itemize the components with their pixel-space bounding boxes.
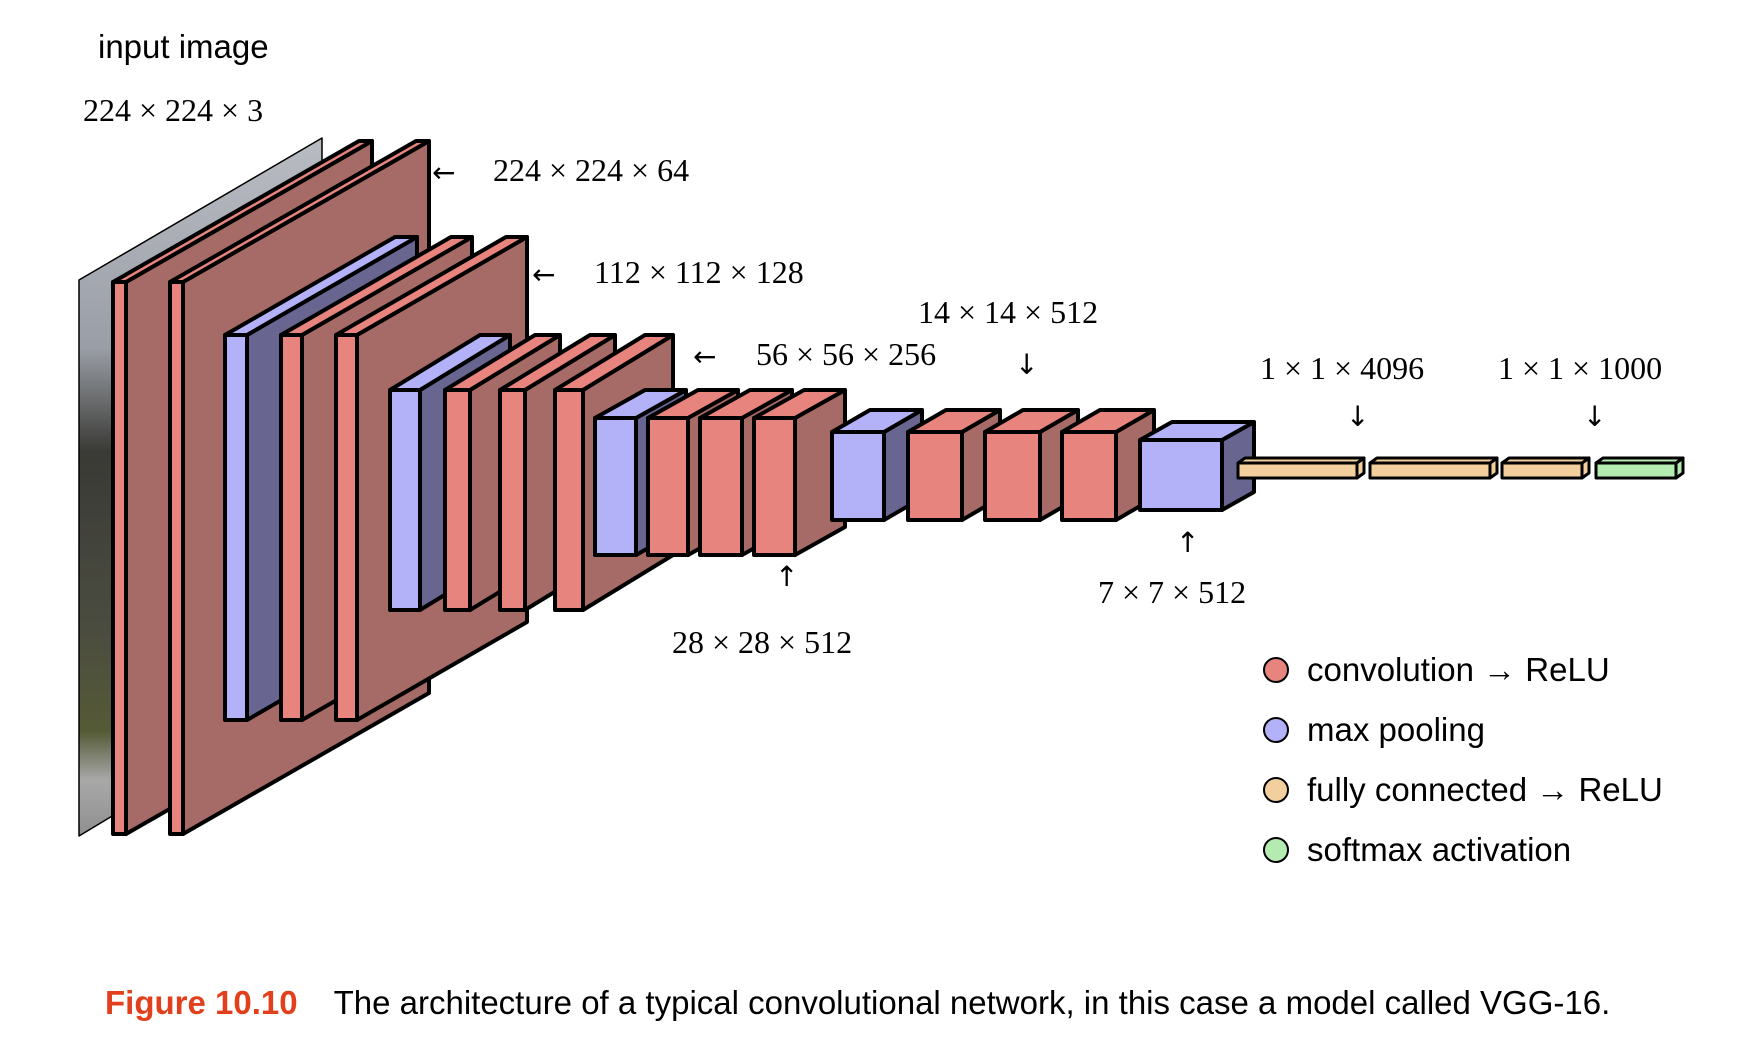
input-image-label: input image [98, 28, 269, 65]
block-front-face [752, 416, 797, 557]
block-front-face [646, 416, 690, 557]
legend-label: convolution → ReLU [1307, 651, 1610, 688]
block-front-face [1368, 461, 1492, 480]
output-dims-label: 1 × 1 × 1000 [1498, 350, 1663, 386]
fc-layer [1368, 456, 1499, 480]
fc-dims-label: 1 × 1 × 4096 [1260, 350, 1425, 386]
down-arrow-icon: ↓ [1346, 400, 1370, 433]
block4-dims-label: 28 × 28 × 512 [672, 624, 853, 660]
block-front-face [334, 333, 359, 722]
block1-dims-label: 224 × 224 × 64 [493, 152, 690, 188]
legend-item-fully-connected: fully connected → ReLU [1263, 760, 1663, 820]
left-arrow-icon: ← [532, 258, 556, 291]
block-front-face [1236, 461, 1359, 480]
caption-text: The architecture of a typical convolutio… [333, 984, 1611, 1021]
block-front-face [830, 430, 886, 522]
final-pool-dims-label: 7 × 7 × 512 [1098, 574, 1247, 610]
softmax-layer [1594, 456, 1685, 480]
pool-swatch-icon [1263, 717, 1289, 743]
fc-layer [1236, 456, 1366, 480]
block-front-face [1500, 461, 1584, 480]
block3-dims-label: 56 × 56 × 256 [756, 336, 937, 372]
block-front-face [1060, 430, 1118, 522]
down-arrow-icon: ↓ [1583, 400, 1607, 433]
fc-swatch-icon [1263, 777, 1289, 803]
input-dims-label: 224 × 224 × 3 [83, 92, 264, 128]
legend-item-softmax: softmax activation [1263, 820, 1663, 880]
legend-item-convolution: convolution → ReLU [1263, 640, 1663, 700]
block-front-face [111, 280, 128, 836]
block-front-face [498, 388, 527, 612]
block-front-face [168, 280, 185, 836]
down-arrow-icon: ↓ [1015, 348, 1039, 381]
block-front-face [906, 430, 964, 522]
up-arrow-icon: ↑ [1176, 526, 1200, 559]
softmax-swatch-icon [1263, 837, 1289, 863]
pool-layer [830, 408, 924, 522]
block-front-face [593, 416, 638, 557]
pool-layer [1138, 420, 1256, 512]
block-front-face [223, 333, 249, 722]
legend-item-max-pooling: max pooling [1263, 700, 1663, 760]
block-front-face [698, 416, 744, 557]
legend-label: fully connected → ReLU [1307, 771, 1663, 808]
block-front-face [388, 388, 422, 612]
legend: convolution → ReLU max pooling fully con… [1263, 640, 1663, 880]
block-front-face [1138, 438, 1224, 512]
block-front-face [1594, 461, 1678, 480]
up-arrow-icon: ↑ [775, 560, 799, 593]
legend-label: softmax activation [1307, 831, 1572, 868]
conv-swatch-icon [1263, 657, 1289, 683]
figure-number: Figure 10.10 [105, 984, 298, 1021]
block2-dims-label: 112 × 112 × 128 [594, 254, 804, 290]
fc-layer [1500, 456, 1591, 480]
block-front-face [279, 333, 304, 722]
figure-caption: Figure 10.10 The architecture of a typica… [105, 984, 1610, 1022]
block-front-face [983, 430, 1042, 522]
block5-dims-label: 14 × 14 × 512 [918, 294, 1099, 330]
left-arrow-icon: ← [693, 340, 717, 373]
left-arrow-icon: ← [432, 156, 456, 189]
block-front-face [443, 388, 472, 612]
block-front-face [553, 388, 585, 612]
legend-label: max pooling [1307, 711, 1485, 748]
